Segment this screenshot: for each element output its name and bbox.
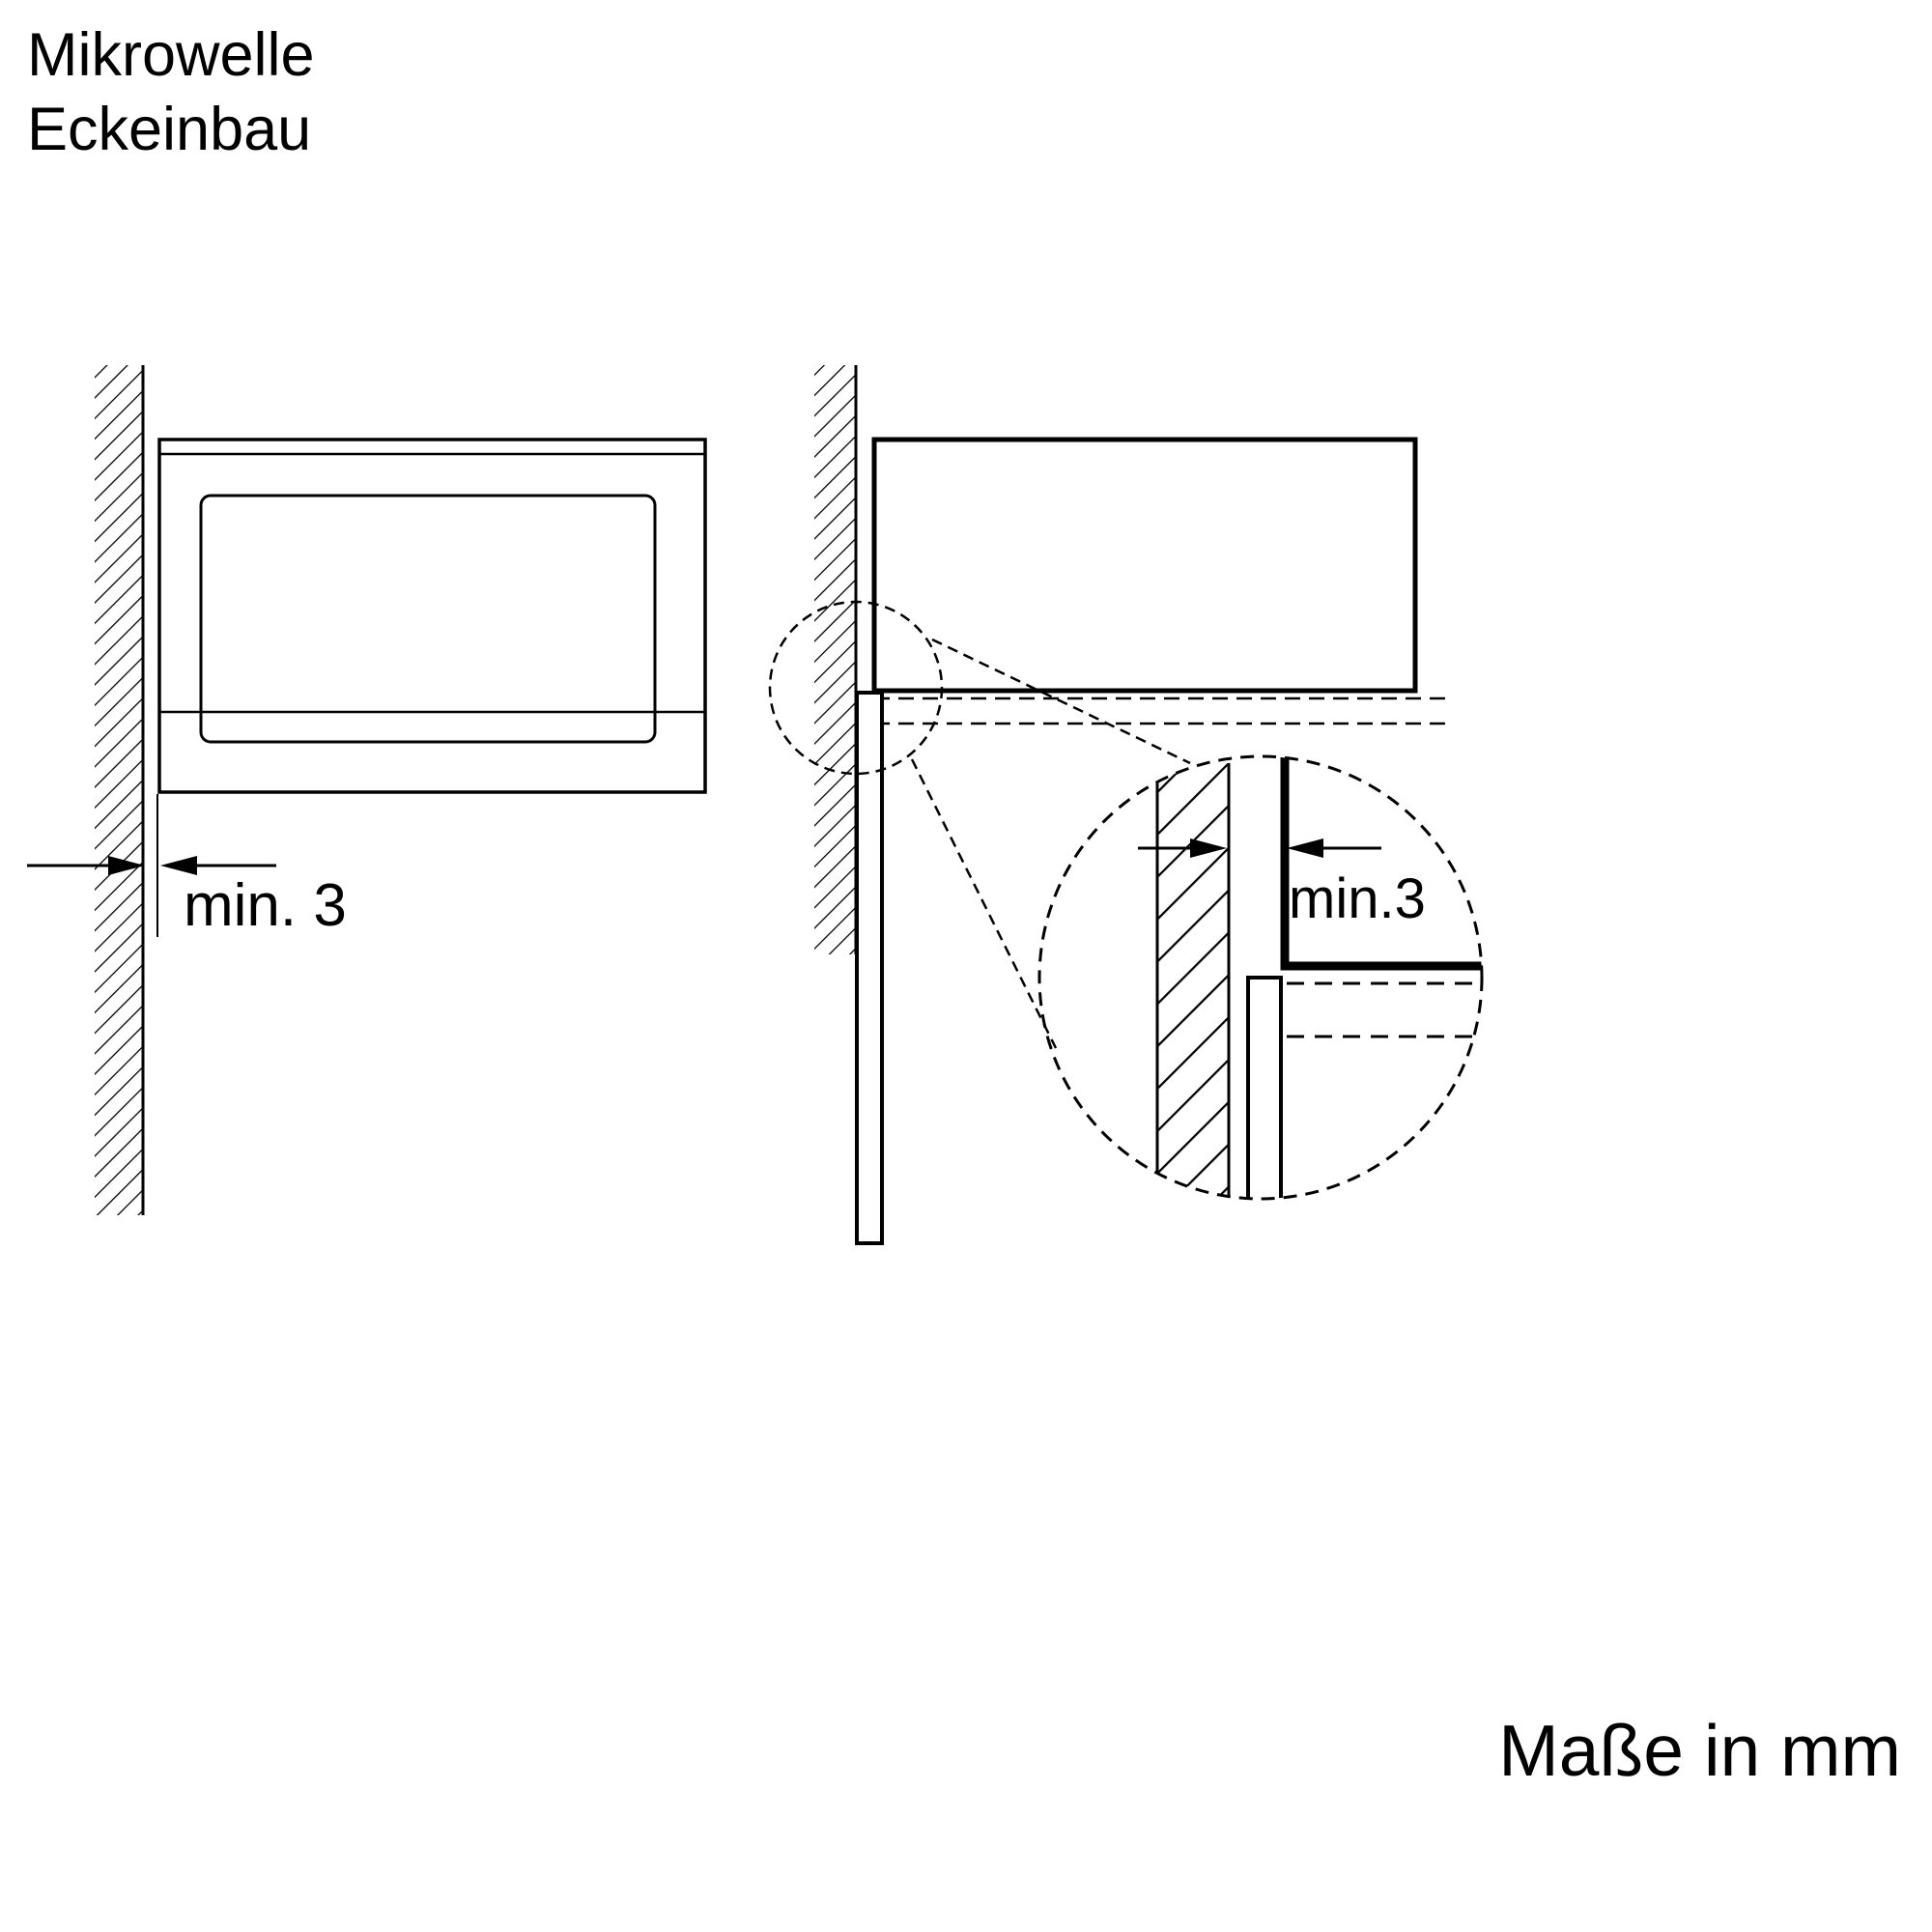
magnified-detail-content [1138,756,1482,1199]
detail-gap-dimension-label: min.3 [1289,867,1426,930]
page-title-line1: Mikrowelle [27,21,315,89]
front-gap-arrowhead-right-pointing [108,856,145,875]
detail-callout-circle [768,600,944,776]
magnified-detail-circle [1037,754,1484,1201]
detail-furniture-panel [1246,976,1283,1199]
microwave-front-door-glass [199,494,657,744]
side-view-figure [768,365,1446,1245]
front-gap-dimension-label: min. 3 [184,872,347,939]
side-wall-hatch [814,365,856,954]
magnified-detail: min.3 [1037,754,1484,1201]
front-view-figure: min. 3 [27,365,707,1215]
detail-gap-arrowhead-right-pointing [1190,838,1227,858]
detail-gap-arrowhead-left-pointing [1287,838,1323,858]
detail-leader-line-lower [910,758,1058,1049]
page-title-line2: Eckeinbau [27,96,311,163]
microwave-side-outline [871,437,1418,694]
units-note: Maße in mm [1498,1710,1901,1791]
front-wall-hatch [95,365,143,1215]
detail-leader-line-upper [931,638,1191,765]
microwave-front-outline [157,438,707,794]
furniture-side-panel [855,691,884,1245]
detail-microwave-corner [1280,756,1482,971]
detail-wall-hatch [1157,763,1229,1199]
front-gap-arrowhead-left-pointing [160,856,197,875]
